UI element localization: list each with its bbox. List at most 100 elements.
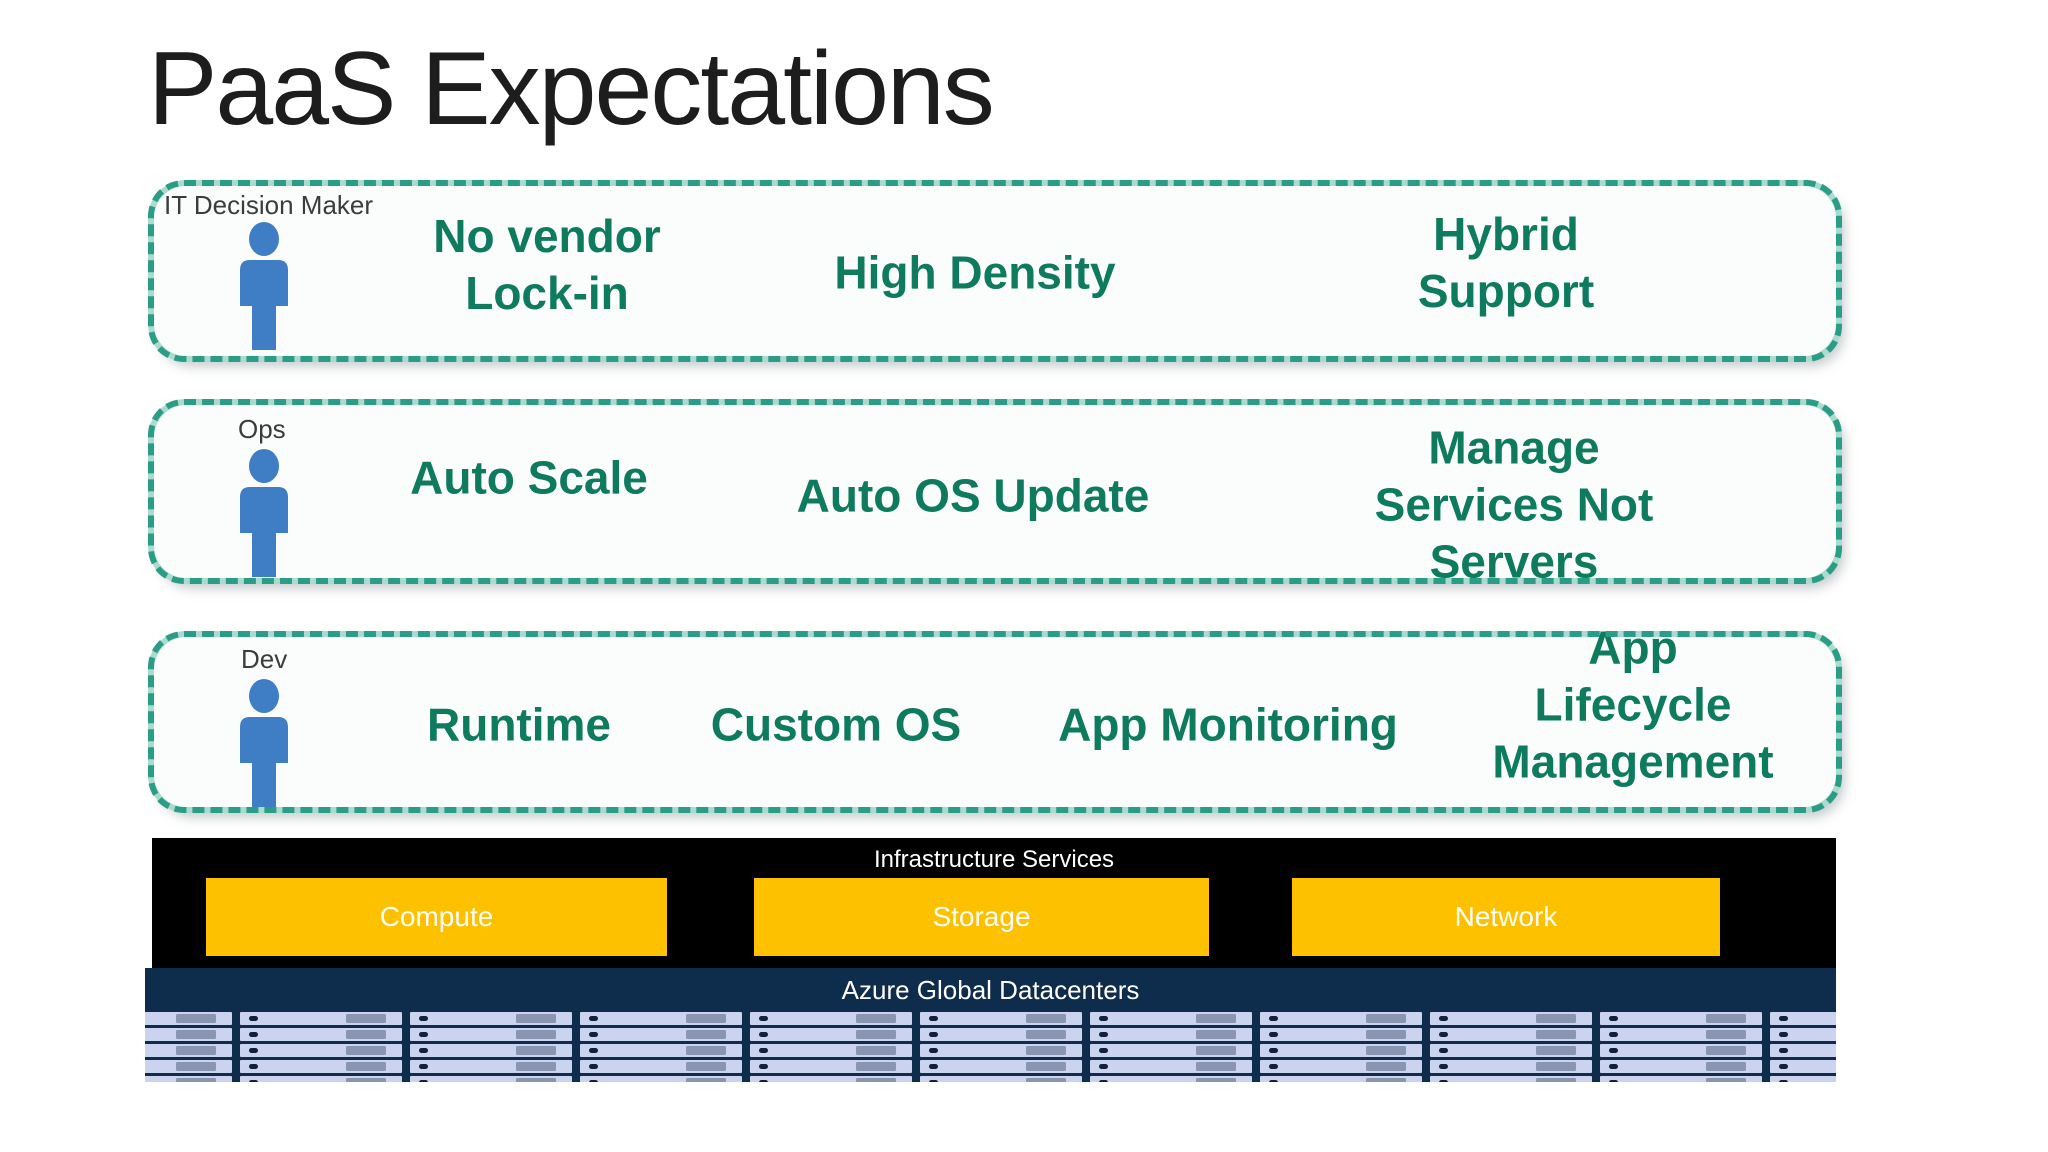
server-unit bbox=[240, 1012, 402, 1025]
expectation-runtime: Runtime bbox=[427, 698, 611, 751]
azure-datacenters-title: Azure Global Datacenters bbox=[841, 974, 1140, 1005]
server-unit bbox=[1600, 1044, 1762, 1057]
server-unit bbox=[750, 1044, 912, 1057]
server-unit bbox=[1600, 1076, 1762, 1082]
server-led-icon bbox=[249, 1016, 258, 1021]
server-drive-slot bbox=[176, 1078, 216, 1082]
server-led-icon bbox=[249, 1080, 258, 1082]
service-box-storage: Storage bbox=[754, 878, 1209, 956]
server-unit bbox=[410, 1044, 572, 1057]
server-drive-slot bbox=[1536, 1014, 1576, 1023]
server-drive-slot bbox=[1366, 1046, 1406, 1055]
server-unit bbox=[1090, 1012, 1252, 1025]
server-drive-slot bbox=[1196, 1046, 1236, 1055]
server-drive-slot bbox=[1536, 1046, 1576, 1055]
server-drive-slot bbox=[1026, 1078, 1066, 1082]
server-unit bbox=[240, 1060, 402, 1073]
server-drive-slot bbox=[1196, 1014, 1236, 1023]
server-led-icon bbox=[1269, 1016, 1278, 1021]
server-led-icon bbox=[929, 1016, 938, 1021]
server-led-icon bbox=[249, 1064, 258, 1069]
server-led-icon bbox=[1779, 1032, 1788, 1037]
expectation-auto-os-update: Auto OS Update bbox=[796, 469, 1150, 522]
server-drive-slot bbox=[686, 1014, 726, 1023]
server-led-icon bbox=[759, 1080, 768, 1082]
server-unit bbox=[1430, 1012, 1592, 1025]
server-drive-slot bbox=[856, 1014, 896, 1023]
server-drive-slot bbox=[1536, 1062, 1576, 1071]
server-unit bbox=[750, 1076, 912, 1082]
server-led-icon bbox=[1779, 1016, 1788, 1021]
server-unit bbox=[920, 1028, 1082, 1041]
server-unit bbox=[1260, 1028, 1422, 1041]
server-unit bbox=[240, 1028, 402, 1041]
server-unit bbox=[1430, 1060, 1592, 1073]
server-unit bbox=[920, 1044, 1082, 1057]
server-drive-slot bbox=[346, 1014, 386, 1023]
persona-label: IT Decision Maker bbox=[164, 190, 374, 220]
server-led-icon bbox=[419, 1016, 428, 1021]
server-drive-slot bbox=[1366, 1014, 1406, 1023]
server-unit bbox=[410, 1076, 572, 1082]
person-silhouette-icon bbox=[240, 449, 288, 577]
server-drive-slot bbox=[176, 1014, 216, 1023]
server-led-icon bbox=[759, 1064, 768, 1069]
server-drive-slot bbox=[686, 1062, 726, 1071]
server-unit bbox=[580, 1028, 742, 1041]
server-unit bbox=[410, 1060, 572, 1073]
azure-datacenters-section: Azure Global Datacenters bbox=[145, 968, 1836, 1082]
server-unit bbox=[1600, 1060, 1762, 1073]
server-unit bbox=[1260, 1044, 1422, 1057]
server-led-icon bbox=[1099, 1064, 1108, 1069]
server-drive-slot bbox=[1706, 1078, 1746, 1082]
server-drive-slot bbox=[686, 1030, 726, 1039]
server-led-icon bbox=[1269, 1032, 1278, 1037]
server-unit bbox=[410, 1028, 572, 1041]
server-drive-slot bbox=[516, 1078, 556, 1082]
server-unit bbox=[145, 1076, 232, 1082]
server-unit bbox=[580, 1076, 742, 1082]
server-drive-slot bbox=[176, 1062, 216, 1071]
server-led-icon bbox=[1099, 1048, 1108, 1053]
server-led-icon bbox=[1269, 1048, 1278, 1053]
server-drive-slot bbox=[856, 1078, 896, 1082]
server-drive-slot bbox=[1366, 1062, 1406, 1071]
server-led-icon bbox=[929, 1032, 938, 1037]
server-drive-slot bbox=[1026, 1062, 1066, 1071]
person-icon bbox=[228, 679, 300, 812]
server-led-icon bbox=[589, 1032, 598, 1037]
server-unit bbox=[1770, 1060, 1836, 1073]
expectation-app-lifecycle-management: App Lifecycle Management bbox=[1492, 621, 1774, 788]
server-unit bbox=[1430, 1076, 1592, 1082]
server-drive-slot bbox=[856, 1046, 896, 1055]
server-unit bbox=[1260, 1012, 1422, 1025]
server-drive-slot bbox=[176, 1046, 216, 1055]
server-unit bbox=[145, 1028, 232, 1041]
server-led-icon bbox=[929, 1048, 938, 1053]
server-drive-slot bbox=[1706, 1062, 1746, 1071]
server-led-icon bbox=[1439, 1064, 1448, 1069]
server-unit bbox=[1770, 1076, 1836, 1082]
server-led-icon bbox=[1779, 1048, 1788, 1053]
expectation-no-vendor-lock-in: No vendor Lock-in bbox=[433, 210, 661, 319]
server-unit bbox=[145, 1012, 232, 1025]
server-drive-slot bbox=[346, 1030, 386, 1039]
server-led-icon bbox=[1779, 1080, 1788, 1082]
expectation-hybrid-support: Hybrid Support bbox=[1417, 208, 1595, 317]
server-rack-grid bbox=[145, 1012, 1836, 1082]
server-led-icon bbox=[589, 1016, 598, 1021]
person-silhouette-icon bbox=[240, 222, 288, 350]
server-led-icon bbox=[1269, 1064, 1278, 1069]
server-led-icon bbox=[419, 1032, 428, 1037]
server-drive-slot bbox=[1026, 1030, 1066, 1039]
server-unit bbox=[410, 1012, 572, 1025]
server-unit bbox=[750, 1028, 912, 1041]
server-drive-slot bbox=[516, 1014, 556, 1023]
server-unit bbox=[920, 1012, 1082, 1025]
server-led-icon bbox=[1609, 1064, 1618, 1069]
service-box-network: Network bbox=[1292, 878, 1720, 956]
server-unit bbox=[1430, 1044, 1592, 1057]
server-led-icon bbox=[1609, 1032, 1618, 1037]
server-led-icon bbox=[1439, 1016, 1448, 1021]
server-unit bbox=[1090, 1044, 1252, 1057]
